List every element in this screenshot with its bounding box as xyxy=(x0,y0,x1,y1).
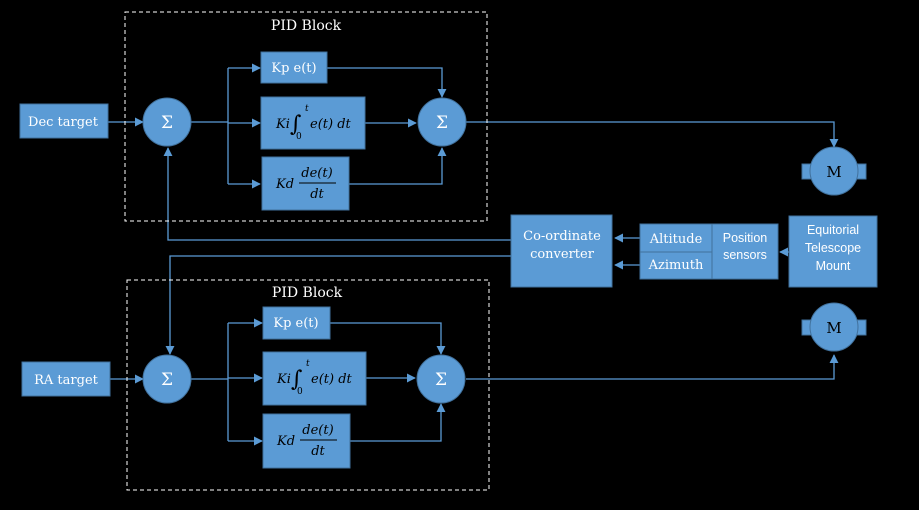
bottom-pid-dashed-border xyxy=(126,279,490,491)
top-ki-lower-limit: 0 xyxy=(296,132,302,142)
equatorial-mount-line3: Mount xyxy=(816,259,851,273)
ra-target-label: RA target xyxy=(34,373,99,388)
top-ki-upper-limit: t xyxy=(305,104,309,114)
altitude-label: Altitude xyxy=(649,232,703,247)
connector-feedback-dec xyxy=(163,147,511,241)
connector-kp-to-out-sum-bottom xyxy=(330,322,446,355)
top-motor: M xyxy=(801,146,867,196)
top-ki-block xyxy=(260,96,366,150)
top-ki-body: e(t) dt xyxy=(310,117,352,132)
azimuth-label: Azimuth xyxy=(648,258,704,273)
bottom-kd-numerator: de(t) xyxy=(302,423,333,438)
connector-out-sum-to-bottom-motor xyxy=(466,354,839,380)
top-motor-label: M xyxy=(826,163,841,181)
ra-target-box xyxy=(21,361,111,397)
bottom-output-sum-symbol: Σ xyxy=(435,370,447,390)
bottom-motor: M xyxy=(801,302,867,352)
connector-out-sum-to-top-motor xyxy=(466,121,839,148)
top-pid-dashed-border xyxy=(124,11,488,222)
top-output-sum-symbol: Σ xyxy=(436,113,448,133)
top-motor-body xyxy=(809,146,859,196)
top-kp-label: Kp e(t) xyxy=(271,61,316,76)
equatorial-mount-line2: Telescope xyxy=(805,241,861,255)
bottom-kp-label: Kp e(t) xyxy=(273,316,318,331)
bottom-motor-label: M xyxy=(826,319,841,337)
dec-target-label: Dec target xyxy=(28,115,99,130)
dec-target-box xyxy=(19,103,109,139)
connector-lines xyxy=(108,63,839,446)
azimuth-block xyxy=(639,251,713,280)
bottom-ki-lower-limit: 0 xyxy=(297,387,303,397)
top-output-sum-node xyxy=(417,97,467,147)
position-sensors-line2: sensors xyxy=(723,248,767,262)
bottom-ki-coef: Ki xyxy=(276,372,291,387)
top-kd-numerator: de(t) xyxy=(301,166,332,181)
bottom-kd-coef: Kd xyxy=(276,434,295,449)
top-ki-integral-sign: ∫ xyxy=(290,112,302,137)
coordinate-converter-line2: converter xyxy=(530,247,595,262)
bottom-kd-block xyxy=(262,413,351,469)
bottom-pid-title: PID Block xyxy=(272,285,343,301)
coordinate-converter-line1: Co-ordinate xyxy=(523,229,601,244)
bottom-ki-block xyxy=(262,351,367,406)
equatorial-mount-line1: Equitorial xyxy=(807,223,859,237)
bottom-kd-denominator: dt xyxy=(311,444,325,459)
top-input-sum-node xyxy=(142,97,192,147)
equatorial-mount-block xyxy=(788,215,878,288)
top-input-sum-symbol: Σ xyxy=(161,113,173,133)
bottom-kp-block xyxy=(262,306,331,340)
bottom-ki-upper-limit: t xyxy=(306,359,310,369)
coordinate-converter-block xyxy=(510,214,613,288)
top-kp-block xyxy=(260,51,328,84)
bottom-ki-body: e(t) dt xyxy=(311,372,353,387)
top-pid-block: PID Block xyxy=(124,11,488,222)
bottom-input-sum-symbol: Σ xyxy=(161,370,173,390)
connector-kp-to-out-sum xyxy=(327,67,447,98)
altitude-block xyxy=(639,223,713,253)
position-sensors-block xyxy=(711,223,779,280)
position-sensors-line1: Position xyxy=(723,231,768,245)
top-ki-coef: Ki xyxy=(275,117,290,132)
bottom-input-sum-node xyxy=(142,354,192,404)
bottom-ki-integral-sign: ∫ xyxy=(291,367,303,392)
bottom-pid-block: PID Block xyxy=(126,279,490,491)
connector-kd-to-out-sum xyxy=(349,147,447,185)
top-kd-coef: Kd xyxy=(275,177,294,192)
bottom-output-sum-node xyxy=(416,354,466,404)
connector-feedback-ra xyxy=(165,255,511,355)
bottom-motor-body xyxy=(809,302,859,352)
top-pid-title: PID Block xyxy=(271,18,342,34)
top-kd-denominator: dt xyxy=(310,187,324,202)
connector-kd-to-out-sum-bottom xyxy=(350,403,446,442)
